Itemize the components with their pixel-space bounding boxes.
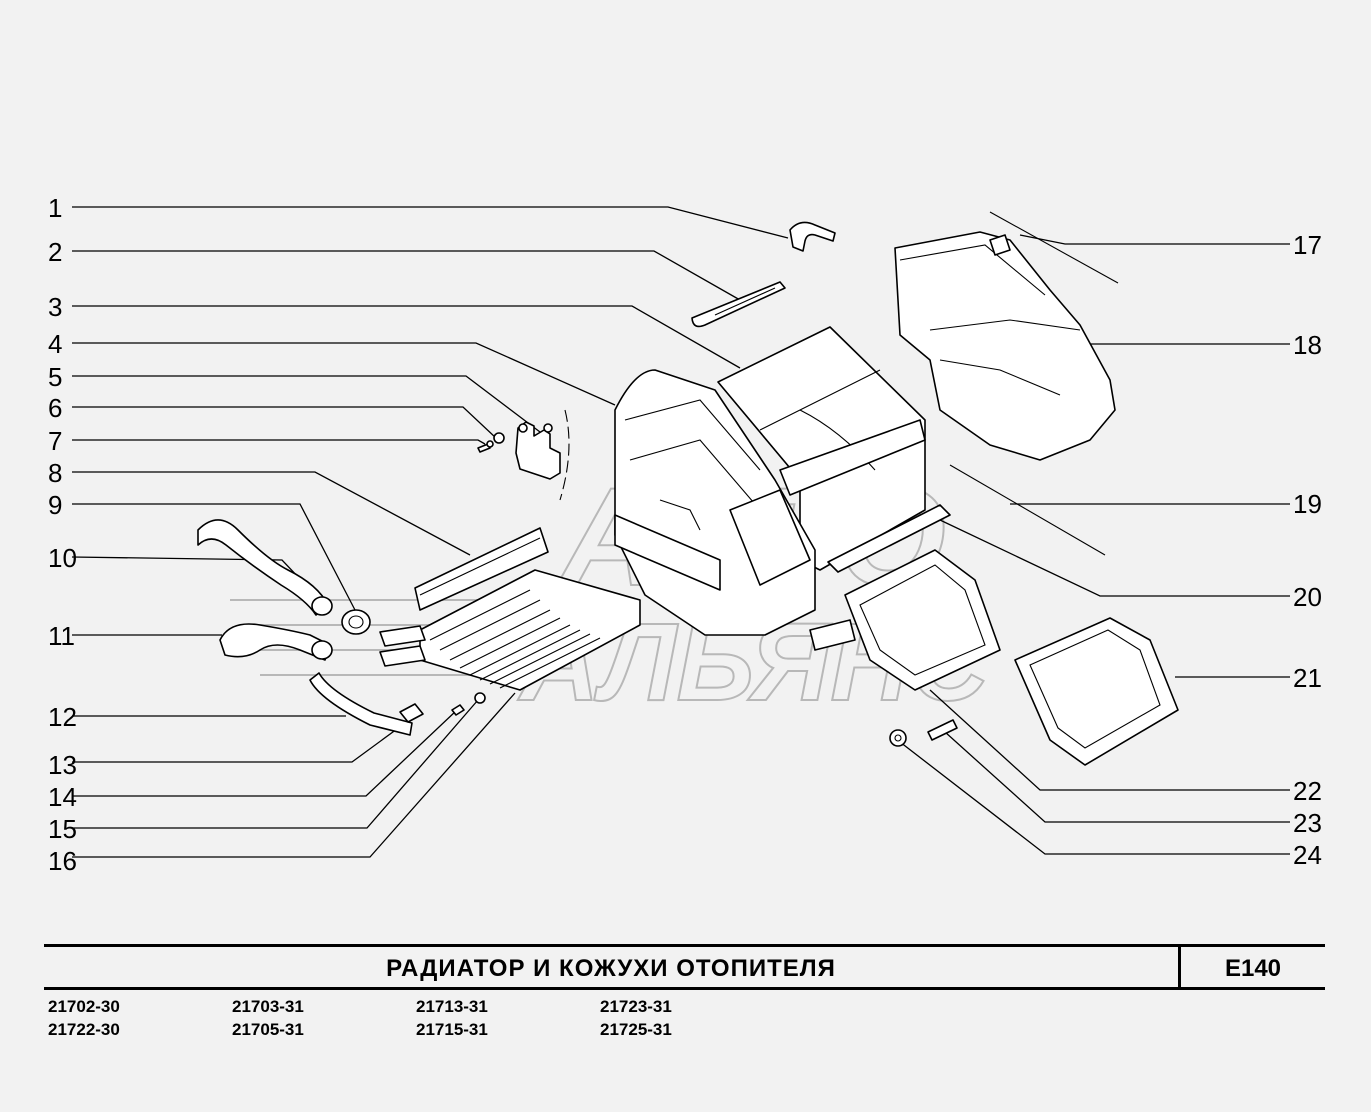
callout-17: 17 <box>1293 230 1322 260</box>
leader-20 <box>939 519 1290 597</box>
part-7-screw <box>477 440 494 453</box>
part-8-seal <box>414 527 549 611</box>
callout-5: 5 <box>48 362 62 392</box>
part-4-lower-housing <box>614 369 816 636</box>
leader-7 <box>72 439 486 445</box>
model-code: 21705-31 <box>232 1020 304 1039</box>
callout-15: 15 <box>48 814 77 844</box>
part-17-rod <box>989 211 1119 284</box>
diagram-code: E140 <box>1224 955 1282 982</box>
diagram-title: РАДИАТОР И КОЖУХИ ОТОПИТЕЛЯ <box>386 955 836 982</box>
callout-11: 11 <box>48 621 75 651</box>
callout-22: 22 <box>1293 776 1322 806</box>
part-10-hose <box>197 519 333 616</box>
callout-9: 9 <box>48 490 62 520</box>
model-code: 21722-30 <box>48 1020 120 1039</box>
callouts-left: 1 2 3 4 5 6 7 8 9 10 11 12 13 14 15 16 <box>48 193 77 876</box>
leader-1 <box>72 206 789 239</box>
part-9-clamp <box>341 609 371 635</box>
model-code: 21702-30 <box>48 997 120 1016</box>
callout-12: 12 <box>48 702 77 732</box>
part-3-upper-housing <box>717 326 926 571</box>
callout-6: 6 <box>48 393 62 423</box>
callout-4: 4 <box>48 329 62 359</box>
title-divider <box>1178 947 1181 987</box>
part-5-actuator <box>515 409 570 501</box>
model-code: 21703-31 <box>232 997 304 1016</box>
model-code: 21723-31 <box>600 997 672 1016</box>
callout-21: 21 <box>1293 663 1322 693</box>
part-14-screw <box>451 704 465 716</box>
leader-4 <box>72 342 616 406</box>
callout-2: 2 <box>48 237 62 267</box>
callout-18: 18 <box>1293 330 1322 360</box>
callout-19: 19 <box>1293 489 1322 519</box>
part-13-clip <box>399 703 424 723</box>
part-15-washer <box>474 692 486 704</box>
part-6-washer <box>493 432 505 444</box>
leader-8 <box>72 471 471 556</box>
part-16-radiator <box>379 569 641 691</box>
callout-20: 20 <box>1293 582 1322 612</box>
leader-23 <box>944 731 1290 823</box>
callout-8: 8 <box>48 458 62 488</box>
part-22-filter-frame <box>809 549 1001 691</box>
leader-16 <box>72 692 516 858</box>
part-11-hose <box>219 623 333 661</box>
leader-lines-left <box>71 206 789 858</box>
leader-15 <box>72 699 479 829</box>
model-code: 21715-31 <box>416 1020 488 1039</box>
leader-13 <box>72 717 413 763</box>
callout-24: 24 <box>1293 840 1322 870</box>
leader-2 <box>72 250 741 301</box>
callout-13: 13 <box>48 750 77 780</box>
part-12-tube <box>309 672 413 736</box>
part-20-seal <box>827 504 951 573</box>
part-19-rod <box>949 464 1106 556</box>
leader-9 <box>72 503 356 611</box>
part-24-nut <box>889 729 907 747</box>
leader-5 <box>72 375 541 433</box>
model-code: 21725-31 <box>600 1020 672 1039</box>
part-1-clip <box>789 221 836 252</box>
model-code: 21713-31 <box>416 997 488 1016</box>
callout-16: 16 <box>48 846 77 876</box>
part-18-air-duct <box>894 231 1116 461</box>
leader-14 <box>72 709 458 797</box>
leader-lines-right <box>899 234 1290 855</box>
part-23-screw <box>927 719 958 741</box>
leader-17 <box>1019 234 1290 245</box>
leader-3 <box>72 305 741 369</box>
part-21-gasket <box>1014 617 1179 766</box>
leader-22 <box>929 689 1290 791</box>
callout-7: 7 <box>48 426 62 456</box>
leader-24 <box>899 741 1290 855</box>
title-bar: РАДИАТОР И КОЖУХИ ОТОПИТЕЛЯ E140 <box>44 944 1325 990</box>
callout-10: 10 <box>48 543 77 573</box>
callout-3: 3 <box>48 292 62 322</box>
watermark-stripes <box>230 599 530 676</box>
callout-1: 1 <box>48 193 62 223</box>
callout-14: 14 <box>48 782 77 812</box>
leader-6 <box>72 406 497 439</box>
callout-23: 23 <box>1293 808 1322 838</box>
part-2-cable-tie <box>691 281 786 328</box>
callouts-right: 17 18 19 20 21 22 23 24 <box>1293 230 1322 870</box>
